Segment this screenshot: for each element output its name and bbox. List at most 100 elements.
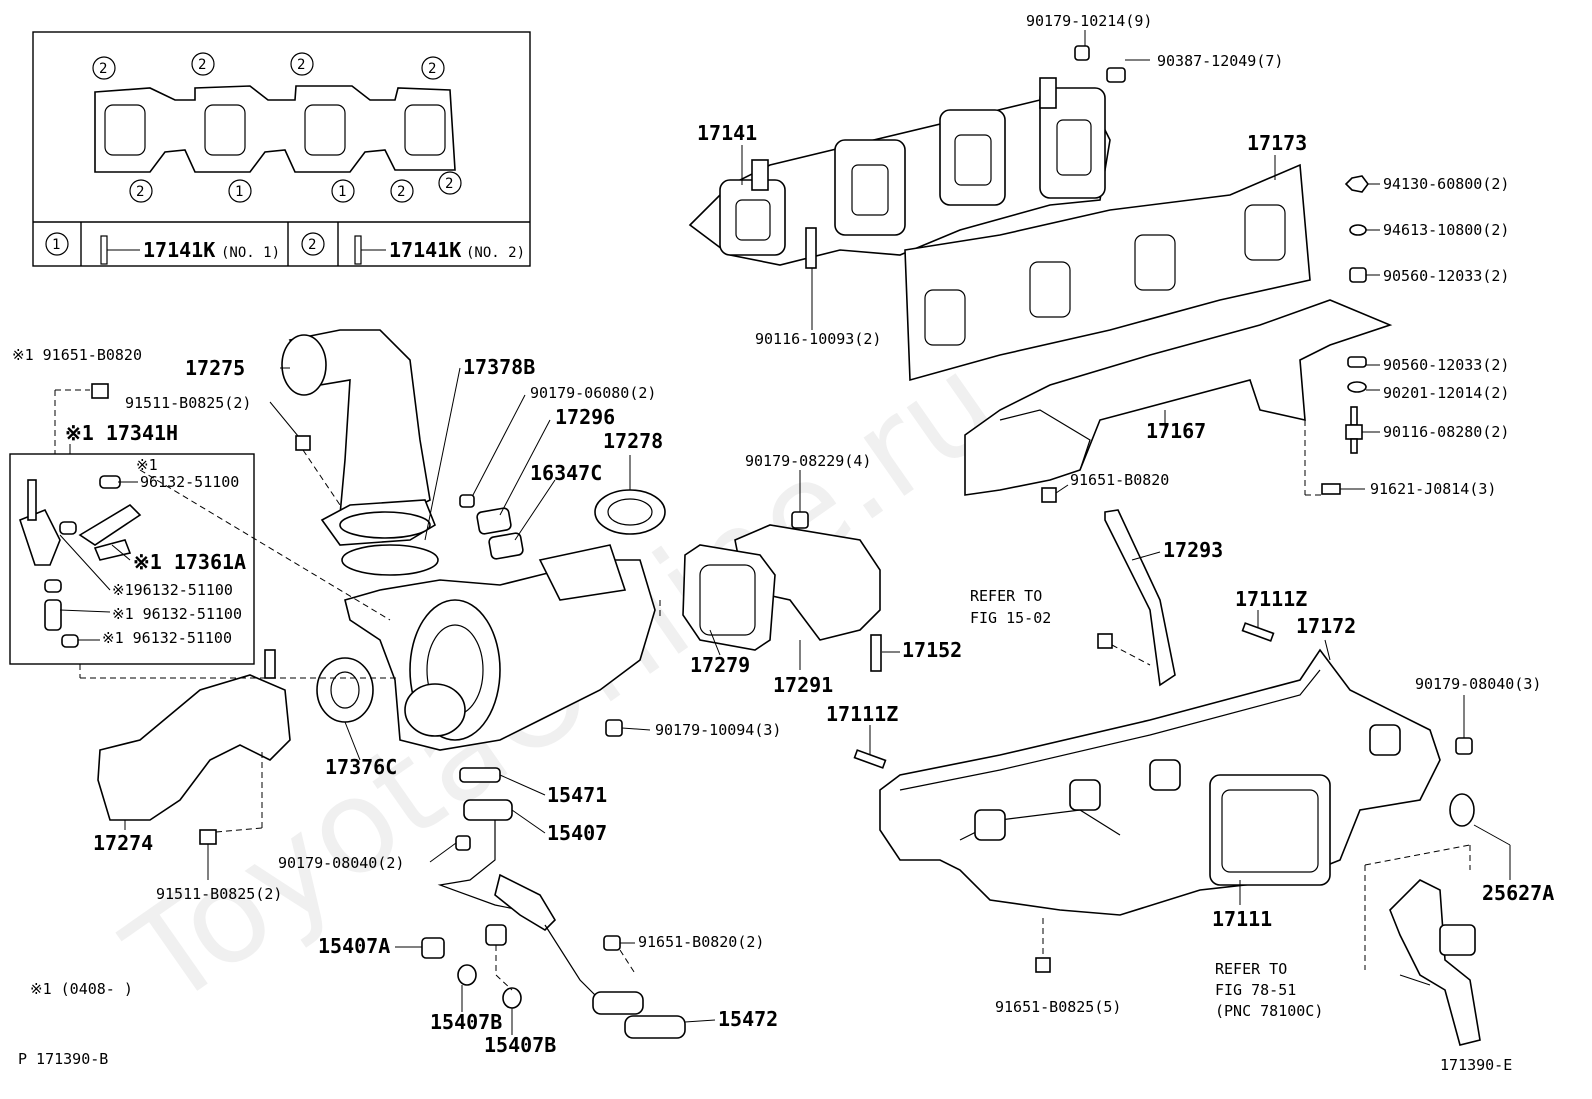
label-17111: 17111 <box>1212 907 1272 931</box>
label-17293: 17293 <box>1163 538 1223 562</box>
label-17141k-no1: 17141K <box>143 238 215 262</box>
label-17167: 17167 <box>1146 419 1206 443</box>
footnote: ※1 (0408- ) <box>30 980 133 998</box>
label-17378b: 17378B <box>463 355 535 379</box>
leader-lines <box>59 30 1511 1035</box>
callout-2: 2 <box>445 176 453 192</box>
label-17152: 17152 <box>902 638 962 662</box>
label-refer-7851-c: (PNC 78100C) <box>1215 1002 1323 1020</box>
legend-circle-1: 1 <box>52 237 60 253</box>
gasket-17376c <box>316 657 374 723</box>
figure-id-left: P 171390-B <box>18 1050 108 1068</box>
label-17141: 17141 <box>697 121 757 145</box>
label-90179-06080: 90179-06080(2) <box>530 384 656 402</box>
label-no2-note: (NO. 2) <box>466 245 525 261</box>
callout-2: 2 <box>198 57 206 73</box>
callout-2: 2 <box>428 61 436 77</box>
exhaust-manifold <box>688 45 1126 269</box>
label-17376c: 17376C <box>325 755 397 779</box>
label-90179-08040-right: 90179-08040(3) <box>1415 675 1541 693</box>
part-labels: 90179-10214(9) 90387-12049(7) 17141 1717… <box>12 12 1554 1074</box>
label-91651-b0820-left: ※1 91651-B0820 <box>12 346 142 364</box>
label-16347c: 16347C <box>530 461 602 485</box>
nut-90179-10094 <box>605 719 623 737</box>
gasket-inset: 2 2 2 2 2 1 1 2 2 1 17141K (NO. 1) 2 171… <box>32 31 531 267</box>
label-17275: 17275 <box>185 356 245 380</box>
label-17172: 17172 <box>1296 614 1356 638</box>
stay-17293 <box>1104 509 1176 687</box>
stud-17152 <box>870 634 882 672</box>
label-refer-7851-b: FIG 78-51 <box>1215 981 1296 999</box>
label-94613-10800: 94613-10800(2) <box>1383 221 1509 239</box>
label-17111z-b: 17111Z <box>826 702 898 726</box>
label-91511-b0825-top: 91511-B0825(2) <box>125 394 251 412</box>
figure-id-right: 171390-E <box>1440 1056 1512 1074</box>
label-15407: 15407 <box>547 821 607 845</box>
intake-pipe-17274 <box>97 649 291 845</box>
hose-detail-box <box>9 453 255 665</box>
callout-1: 1 <box>235 184 243 200</box>
label-91511-b0825-bottom: 91511-B0825(2) <box>156 885 282 903</box>
label-90179-10094: 90179-10094(3) <box>655 721 781 739</box>
label-17296: 17296 <box>555 405 615 429</box>
nut-90179-08229 <box>791 511 809 529</box>
label-no1-note: (NO. 1) <box>221 245 280 261</box>
label-17173: 17173 <box>1247 131 1307 155</box>
label-90560-12033-b: 90560-12033(2) <box>1383 356 1509 374</box>
gasket-16347c <box>488 532 524 560</box>
outlet-elbow-17291 <box>682 524 881 651</box>
manifold-fasteners <box>1041 175 1369 503</box>
label-90387-12049: 90387-12049(7) <box>1157 52 1283 70</box>
callout-1: 1 <box>338 184 346 200</box>
manifold-gasket-17173 <box>904 163 1311 382</box>
gasket-17296 <box>476 507 512 535</box>
label-17111z-a: 17111Z <box>1235 587 1307 611</box>
bolt-91511-b0825-top <box>295 435 311 451</box>
label-17291: 17291 <box>773 673 833 697</box>
label-91651-b0825-5: 91651-B0825(5) <box>995 998 1121 1016</box>
label-90179-08229: 90179-08229(4) <box>745 452 871 470</box>
label-96132-51100-b: ※196132-51100 <box>112 581 233 599</box>
label-star1: ※1 <box>136 456 158 474</box>
bolt-91651-b0820-left <box>91 383 109 399</box>
label-refer-7851-a: REFER TO <box>1215 960 1287 978</box>
label-17274: 17274 <box>93 831 153 855</box>
label-96132-51100-d: ※1 96132-51100 <box>102 629 232 647</box>
label-17361a: ※1 17361A <box>133 550 246 574</box>
intake-manifold <box>853 622 1475 973</box>
label-91651-b0820-right: 91651-B0820 <box>1070 471 1169 489</box>
label-15407b-b: 15407B <box>484 1033 556 1057</box>
label-94130-60800: 94130-60800(2) <box>1383 175 1509 193</box>
intake-pipe-17275 <box>281 329 436 546</box>
turbocharger <box>339 511 656 751</box>
label-96132-51100-a: 96132-51100 <box>140 473 239 491</box>
heat-insulator-17167 <box>964 299 1393 496</box>
label-15472: 15472 <box>718 1007 778 1031</box>
label-90201-12014: 90201-12014(2) <box>1383 384 1509 402</box>
callout-2: 2 <box>397 184 405 200</box>
label-15407a: 15407A <box>318 934 390 958</box>
callout-2: 2 <box>297 57 305 73</box>
label-17341h: ※1 17341H <box>65 421 178 445</box>
legend-circle-2: 2 <box>308 237 316 253</box>
label-90116-08280: 90116-08280(2) <box>1383 423 1509 441</box>
label-90116-10093: 90116-10093(2) <box>755 330 881 348</box>
label-90179-08040-left: 90179-08040(2) <box>278 854 404 872</box>
label-96132-51100-c: ※1 96132-51100 <box>112 605 242 623</box>
gasket-callouts: 2 2 2 2 2 1 1 2 2 <box>92 52 462 203</box>
bolt-refer-1502 <box>1097 633 1113 649</box>
label-91651-b0820-2: 91651-B0820(2) <box>638 933 764 951</box>
label-refer-1502-a: REFER TO <box>970 587 1042 605</box>
label-17278: 17278 <box>603 429 663 453</box>
label-15407b-a: 15407B <box>430 1010 502 1034</box>
label-90179-10214: 90179-10214(9) <box>1026 12 1152 30</box>
label-15471: 15471 <box>547 783 607 807</box>
label-refer-1502-b: FIG 15-02 <box>970 609 1051 627</box>
label-91621-j0814: 91621-J0814(3) <box>1370 480 1496 498</box>
callout-2: 2 <box>99 61 107 77</box>
label-25627a: 25627A <box>1482 881 1554 905</box>
label-17279: 17279 <box>690 653 750 677</box>
label-17141k-no2: 17141K <box>389 238 461 262</box>
gasket-17278 <box>594 489 666 535</box>
